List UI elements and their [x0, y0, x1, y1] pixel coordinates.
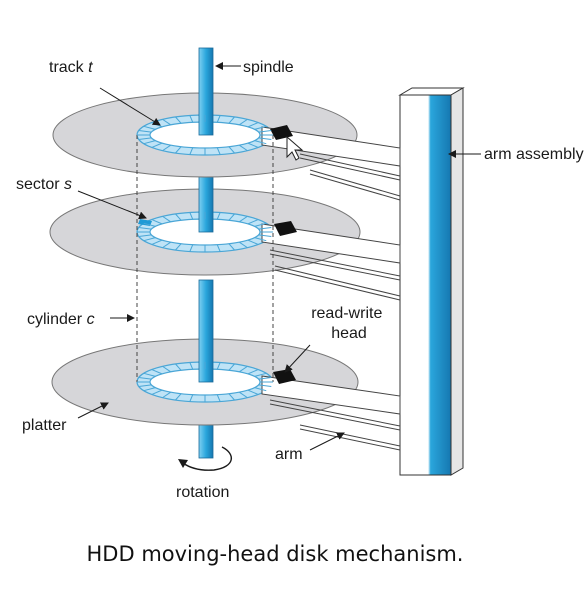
- sector-divider: [254, 387, 267, 392]
- sector-divider: [162, 365, 171, 373]
- sector-divider: [228, 146, 235, 154]
- track-label: track t: [49, 59, 93, 76]
- sector-divider: [162, 215, 171, 223]
- sector-divider: [151, 239, 163, 245]
- read-write-head: [273, 369, 296, 384]
- sector-divider: [247, 369, 259, 375]
- cylinder-label: cylinder c: [27, 311, 95, 328]
- sector-divider: [189, 115, 194, 123]
- sector-divider: [151, 142, 163, 148]
- label-leaders: [77, 62, 481, 451]
- spindle-segment: [198, 279, 214, 383]
- sector-divider: [175, 363, 182, 371]
- sector-divider: [228, 363, 235, 371]
- sector-divider: [254, 372, 267, 377]
- sector-divider: [247, 239, 259, 245]
- arm-top: [261, 125, 401, 201]
- sector-divider: [175, 116, 182, 124]
- sector-label: sector s: [16, 176, 72, 193]
- mouse-pointer-icon: [286, 135, 304, 161]
- arm-assembly-label: arm assembly: [484, 146, 584, 163]
- sector-divider: [258, 384, 272, 387]
- sector-divider: [162, 241, 171, 249]
- sector-divider: [228, 393, 235, 401]
- sector-divider: [258, 234, 272, 237]
- sector-divider: [247, 389, 259, 395]
- sector-divider: [239, 215, 248, 223]
- rotation-label: rotation: [176, 484, 229, 501]
- sector-divider: [151, 389, 163, 395]
- arm-label: arm: [275, 446, 303, 463]
- sector-divider: [254, 125, 267, 130]
- sector-divider: [143, 125, 156, 130]
- sector-divider: [175, 146, 182, 154]
- sector-divider: [216, 244, 221, 252]
- sector-divider: [189, 244, 194, 252]
- sector-divider: [239, 144, 248, 152]
- read-write-head: [274, 221, 297, 236]
- sector-divider: [189, 212, 194, 220]
- sector-divider: [254, 237, 267, 242]
- sector-divider: [162, 118, 171, 126]
- sector-divider: [228, 243, 235, 251]
- sector-divider: [175, 393, 182, 401]
- read-write-head-label: read-write head: [311, 305, 387, 342]
- sector-divider: [189, 394, 194, 402]
- sector-divider: [189, 362, 194, 370]
- curved-arrow-icon: [178, 446, 232, 471]
- sector-divider: [151, 369, 163, 375]
- sector-divider: [143, 222, 156, 227]
- sector-divider: [254, 140, 267, 145]
- track-sector-dividers: [137, 115, 273, 402]
- sector-divider: [247, 219, 259, 225]
- sector-divider: [254, 222, 267, 227]
- sector-divider: [138, 384, 152, 387]
- sector-divider: [143, 372, 156, 377]
- sector-divider: [216, 147, 221, 155]
- arm-assembly-column: [398, 87, 465, 476]
- sector-divider: [143, 237, 156, 242]
- platter-label: platter: [22, 417, 67, 434]
- sector-divider: [216, 212, 221, 220]
- read-write-head: [270, 125, 293, 140]
- sector-divider: [258, 137, 272, 140]
- sector-divider: [151, 219, 163, 225]
- sector-divider: [143, 140, 156, 145]
- sector-divider: [138, 130, 152, 133]
- sector-divider: [239, 241, 248, 249]
- figure-caption: HDD moving-head disk mechanism.: [87, 542, 464, 566]
- sector-divider: [239, 118, 248, 126]
- sector-divider: [228, 116, 235, 124]
- sector-divider: [239, 365, 248, 373]
- spindle-segment: [198, 47, 214, 136]
- sector-divider: [216, 362, 221, 370]
- sector-divider: [138, 377, 152, 380]
- sector-divider: [175, 243, 182, 251]
- sector-divider: [162, 391, 171, 399]
- arm-middle: [261, 221, 401, 301]
- sector-divider: [138, 227, 152, 230]
- sector-divider: [228, 213, 235, 221]
- sector-divider: [175, 213, 182, 221]
- sector-divider: [258, 130, 272, 133]
- sector-divider: [258, 227, 272, 230]
- spindle-label: spindle: [243, 59, 294, 76]
- sector-divider: [143, 387, 156, 392]
- sector-divider: [138, 137, 152, 140]
- sector-divider: [189, 147, 194, 155]
- sector-divider: [138, 234, 152, 237]
- sector-divider: [216, 115, 221, 123]
- sector-divider: [162, 144, 171, 152]
- sector-divider: [247, 122, 259, 128]
- sector-divider: [239, 391, 248, 399]
- arm-bottom: [261, 369, 401, 451]
- sector-divider: [247, 142, 259, 148]
- sector-divider: [258, 377, 272, 380]
- sector-divider: [216, 394, 221, 402]
- cylinder-guides: [136, 135, 274, 382]
